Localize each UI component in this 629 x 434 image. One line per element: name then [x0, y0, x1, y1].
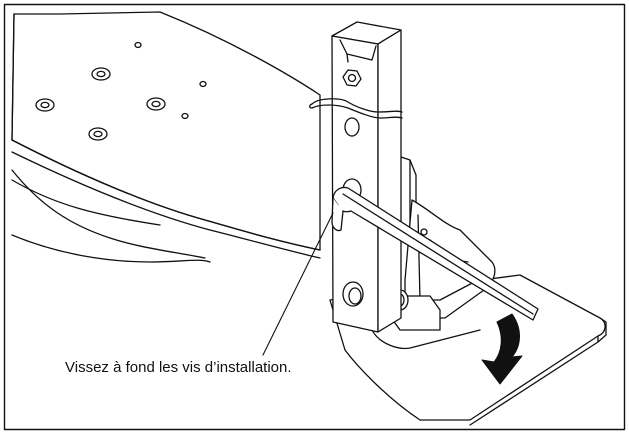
screw-icon [35, 98, 55, 112]
top-plate [11, 11, 321, 259]
border [3, 3, 626, 431]
screw-holes [35, 41, 207, 141]
hex-nut-icon [342, 69, 362, 87]
leader-line [262, 212, 334, 356]
vertical-post [331, 21, 402, 333]
hex-key [331, 186, 539, 321]
screw-icon [146, 97, 166, 111]
screw-icon [88, 127, 108, 141]
screw-icon [91, 67, 111, 81]
rotation-arrow-icon [481, 313, 523, 385]
instruction-caption: Vissez à fond les vis d’installation. [65, 359, 292, 376]
base-sweep [11, 169, 211, 263]
cable-tie [309, 98, 403, 119]
